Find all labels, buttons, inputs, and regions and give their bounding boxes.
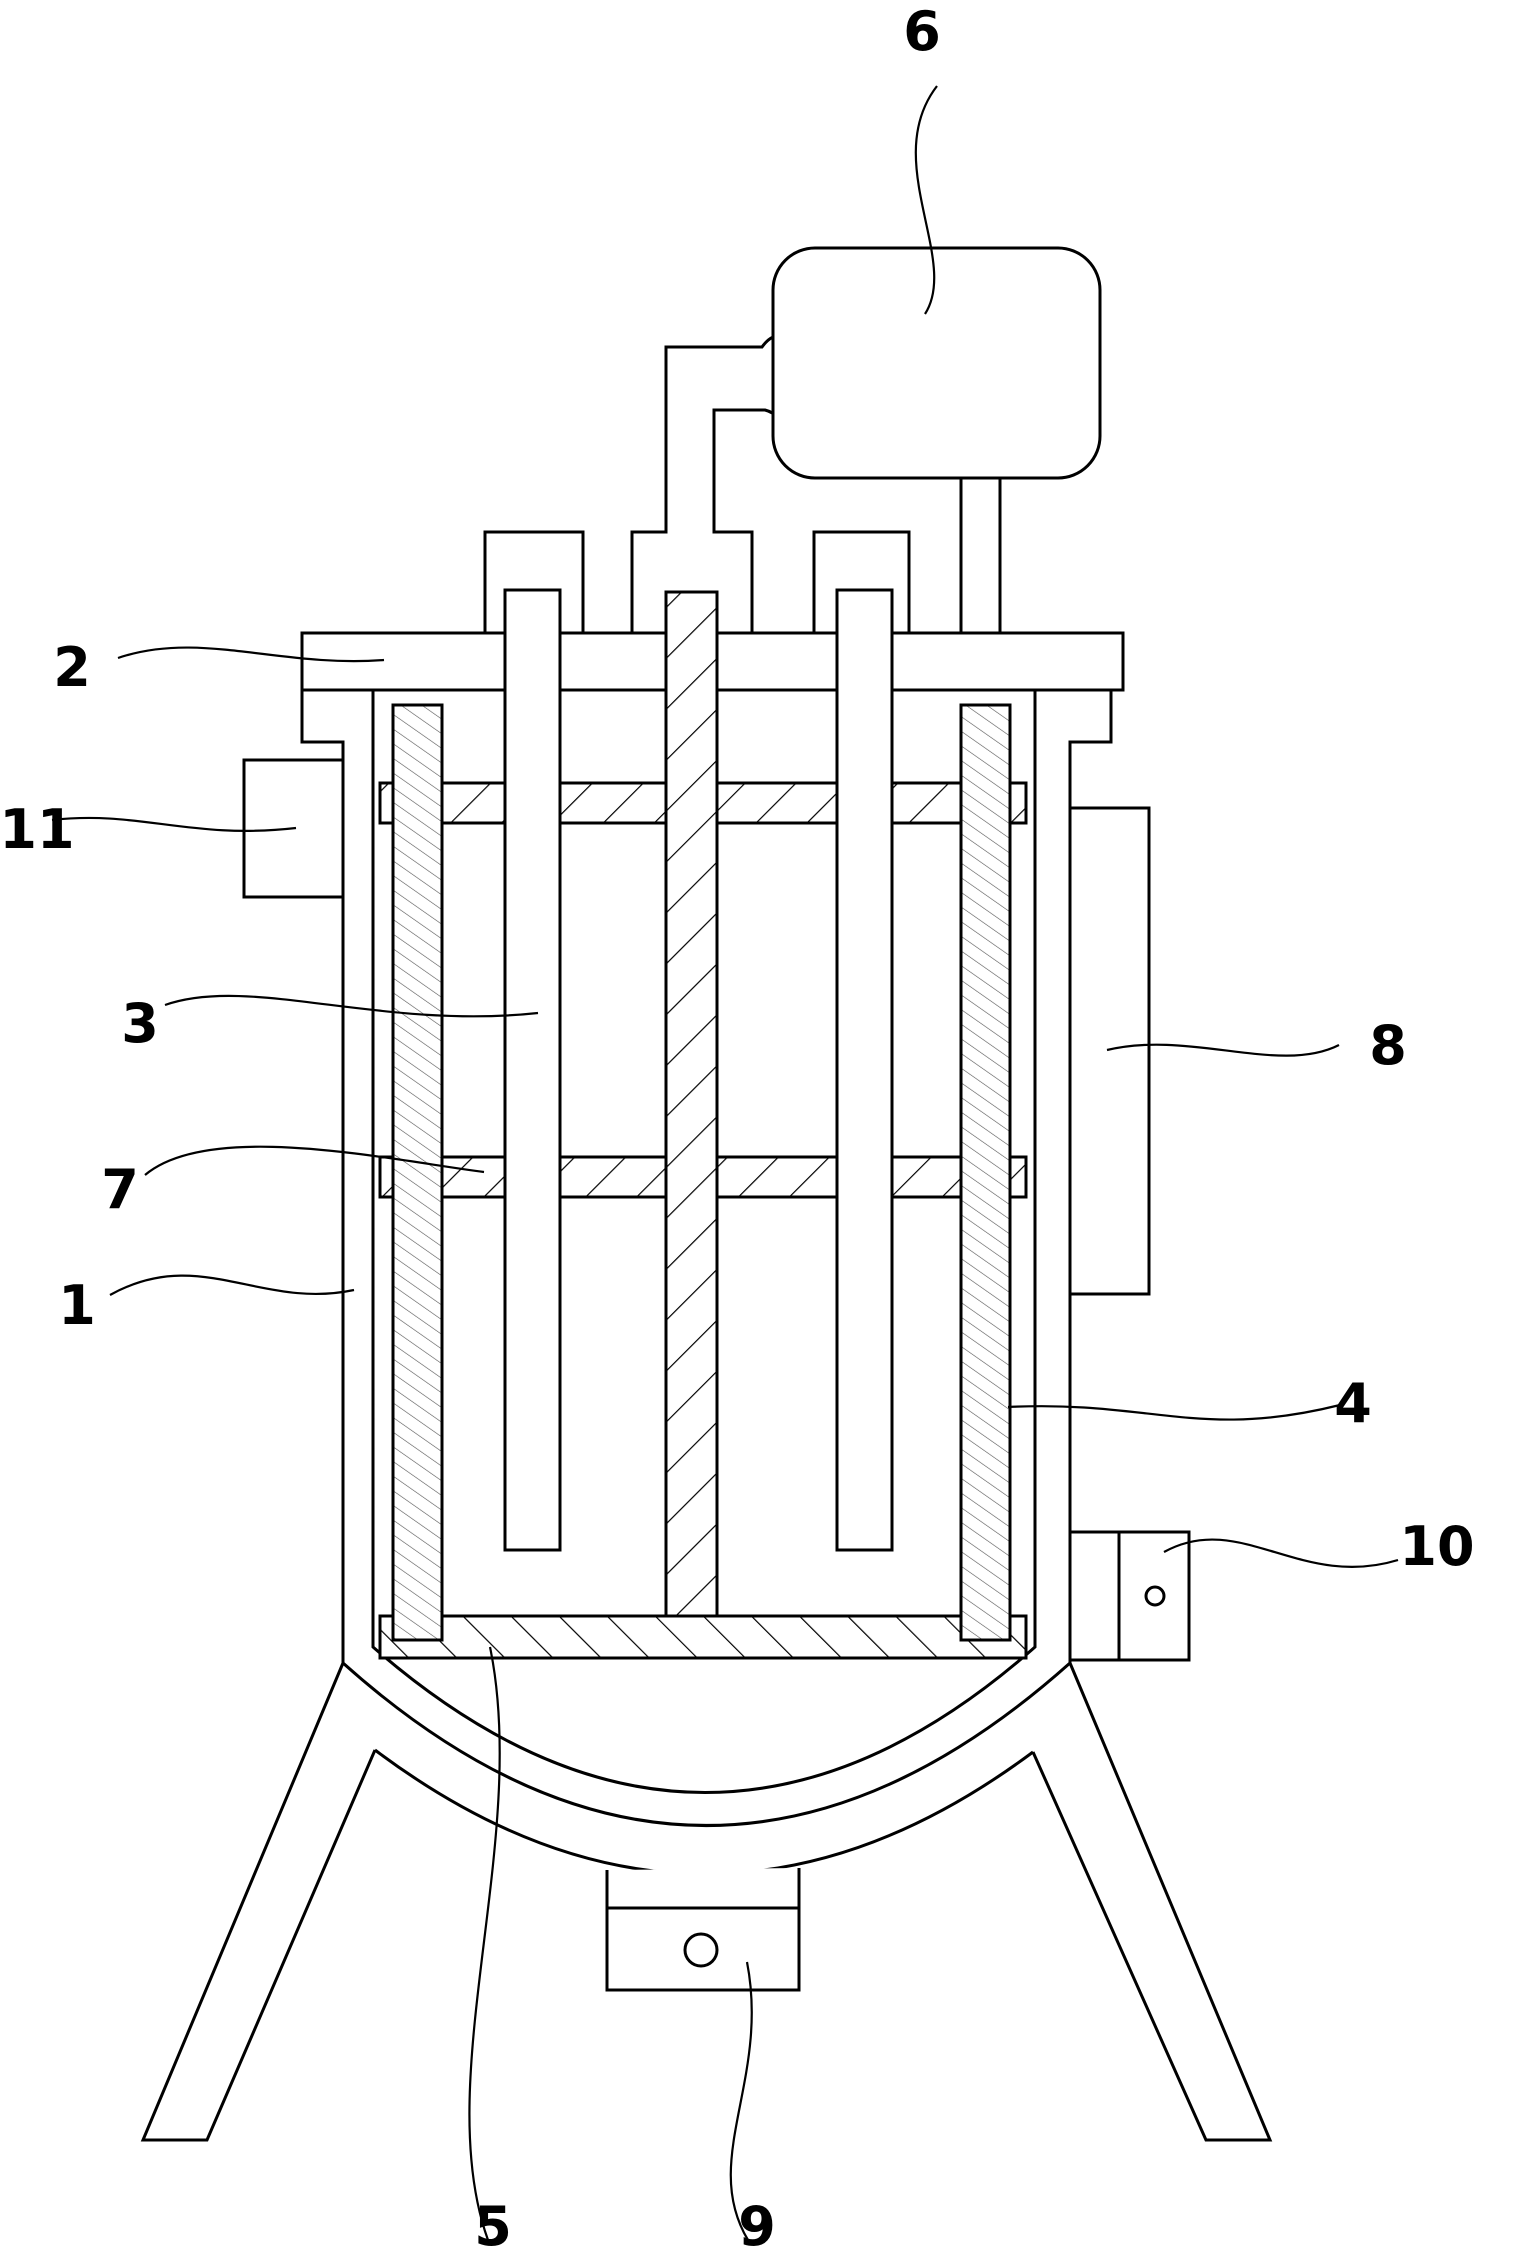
callout-8: 8 <box>1369 1014 1407 1077</box>
callout-10: 10 <box>1399 1515 1474 1578</box>
bottom-plate <box>378 1614 1028 1660</box>
leader-lines <box>51 85 1399 2241</box>
callout-labels: 1 2 3 4 5 6 7 8 9 10 11 <box>0 0 1475 2250</box>
inner-vessel <box>371 690 1037 1794</box>
central-shaft <box>664 590 719 1618</box>
callout-7: 7 <box>101 1158 139 1221</box>
callout-9: 9 <box>738 2195 776 2250</box>
callout-2: 2 <box>53 636 91 699</box>
side-outlet <box>1068 1530 1191 1662</box>
bottom-discharge <box>605 1868 801 1992</box>
stirring-rods <box>503 588 894 1552</box>
callout-3: 3 <box>121 992 159 1055</box>
callout-5: 5 <box>474 2195 512 2250</box>
bearing-housings <box>483 530 911 633</box>
callout-11: 11 <box>0 798 75 861</box>
callout-1: 1 <box>58 1274 96 1337</box>
callout-4: 4 <box>1334 1372 1372 1435</box>
motor <box>771 246 1102 480</box>
callout-6: 6 <box>903 0 941 63</box>
scraper-blades <box>391 703 1012 1642</box>
side-panel <box>1068 806 1151 1296</box>
